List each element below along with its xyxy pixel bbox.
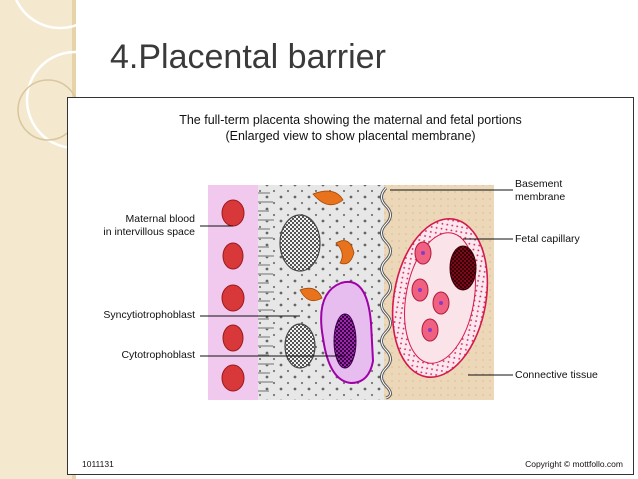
placenta-diagram — [200, 185, 513, 400]
maternal-rbc — [221, 284, 245, 312]
slide-title: 4.Placental barrier — [110, 38, 386, 76]
basement-membrane-highlight — [381, 187, 391, 399]
endothelial-nucleus — [449, 245, 477, 291]
maternal-rbc — [221, 199, 245, 227]
copyright-notice: Copyright © mottfollo.com — [525, 459, 623, 469]
label-maternal-blood: Maternal blood in intervillous space — [103, 213, 195, 239]
label-syncytiotrophoblast: Syncytiotrophoblast — [103, 309, 195, 321]
mitochondria-group — [299, 190, 355, 302]
mitochondrion — [312, 190, 344, 206]
label-maternal-blood-line2: in intervillous space — [103, 226, 195, 238]
maternal-red-blood-cells — [221, 199, 245, 392]
label-connective-tissue: Connective tissue — [515, 369, 598, 381]
label-fetal-capillary: Fetal capillary — [515, 233, 580, 245]
syncytial-nucleus — [284, 323, 316, 369]
fetal-rbc-center — [439, 301, 443, 305]
mitochondrion — [299, 287, 323, 302]
syncytial-nucleus — [279, 214, 321, 272]
fetal-rbc-center — [428, 328, 432, 332]
maternal-rbc — [222, 242, 244, 270]
leader-lines — [200, 189, 513, 376]
maternal-rbc — [221, 364, 245, 392]
fetal-rbc-center — [421, 251, 425, 255]
diagram-caption-line1: The full-term placenta showing the mater… — [179, 113, 522, 127]
decor-circle-1 — [14, 0, 106, 30]
fetal-rbc-centers — [418, 251, 443, 332]
microvilli — [258, 192, 274, 392]
label-basement-line1: Basement — [515, 178, 563, 190]
fetal-rbc-center — [418, 288, 422, 292]
label-maternal-blood-line1: Maternal blood — [125, 213, 195, 225]
slide-decor-band — [0, 0, 72, 479]
figure-id: 1011131 — [82, 459, 114, 469]
maternal-rbc — [222, 324, 244, 352]
diagram-frame: The full-term placenta showing the mater… — [67, 97, 634, 475]
label-basement-membrane: Basement membrane — [515, 178, 565, 204]
cytotrophoblast-nucleus — [333, 313, 357, 369]
diagram-caption-line2: (Enlarged view to show placental membran… — [225, 129, 476, 143]
mitochondrion — [335, 240, 355, 265]
label-basement-line2: membrane — [515, 191, 566, 203]
label-cytotrophoblast: Cytotrophoblast — [121, 349, 195, 361]
